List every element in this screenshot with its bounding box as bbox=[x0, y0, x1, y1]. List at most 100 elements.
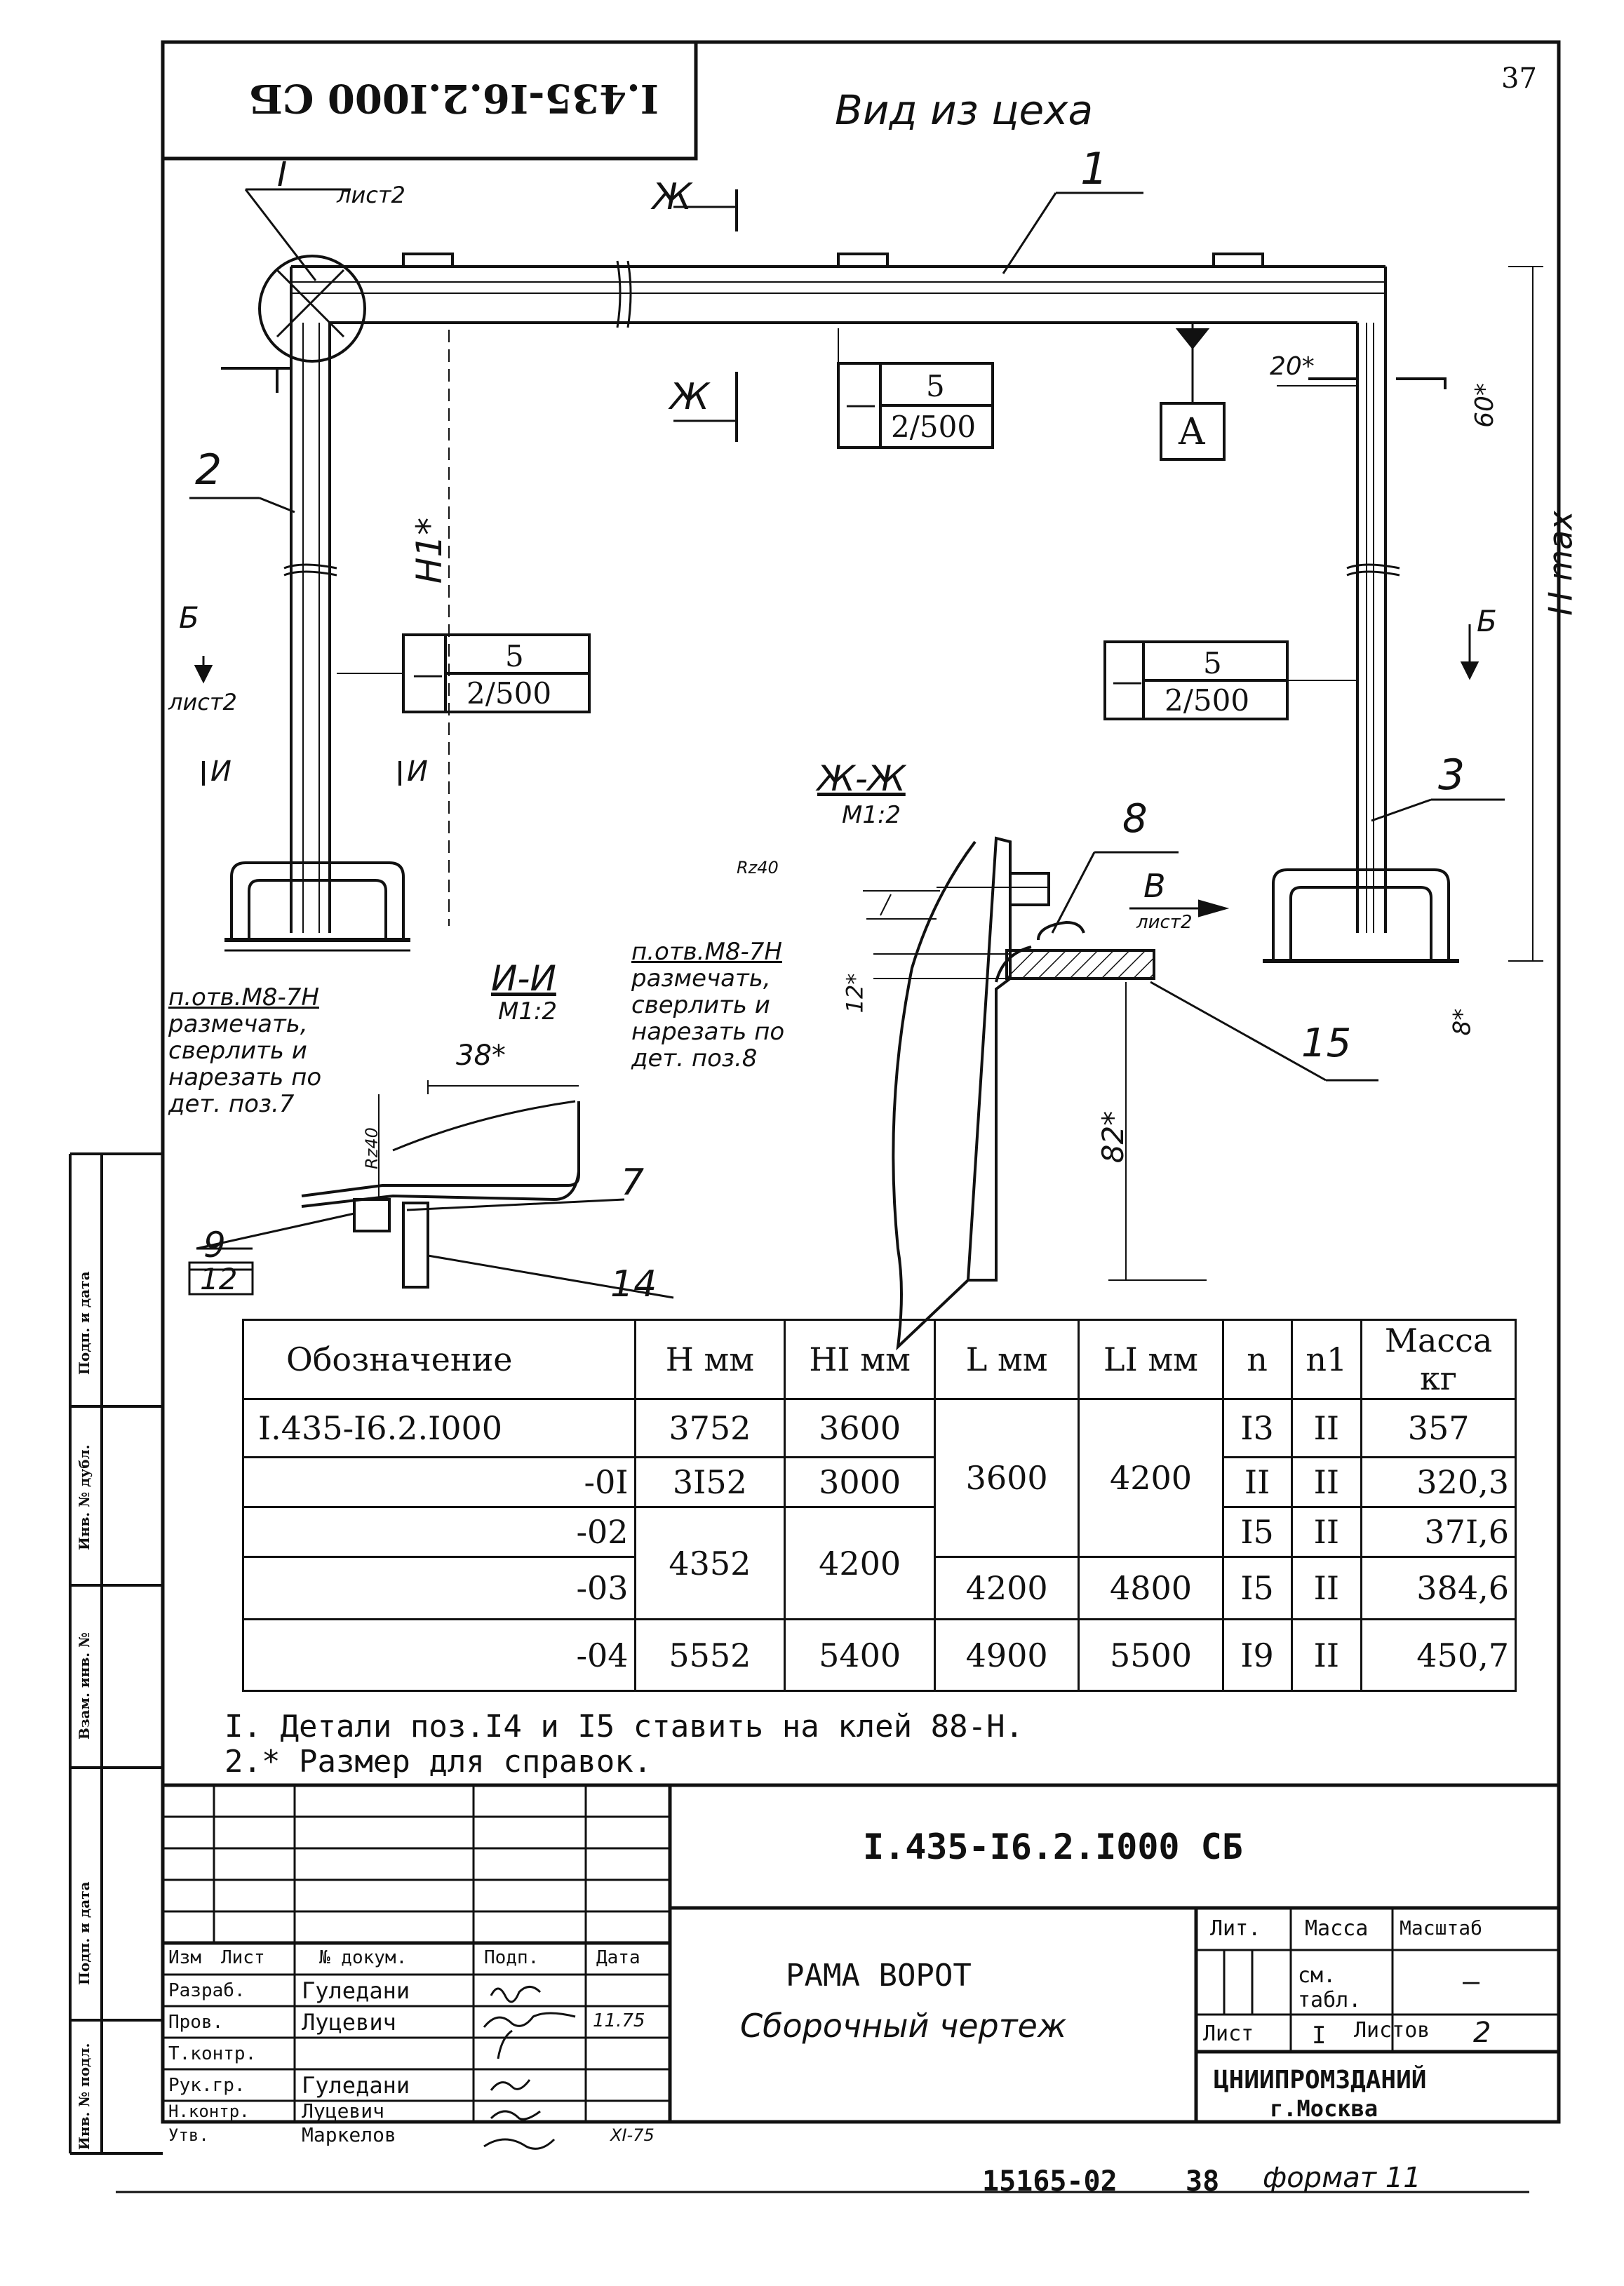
section-zhzh-scale: М1:2 bbox=[842, 801, 901, 829]
callout-pos-7: 7 bbox=[621, 1162, 645, 1204]
weld-right-num: 5 bbox=[1203, 646, 1222, 680]
title-block-sheet-value: I bbox=[1312, 2022, 1327, 2050]
callout-pos-9: 9 bbox=[203, 1225, 226, 1265]
note-left-0: п.отв.М8-7Н bbox=[168, 983, 319, 1011]
note-bottom-1: I. Детали поз.I4 и I5 ставить на клей 88… bbox=[224, 1709, 1024, 1744]
n1-cell: II bbox=[1290, 1556, 1363, 1621]
callout-i-left: И bbox=[210, 755, 231, 788]
title-col-doc: № докум. bbox=[319, 1947, 408, 1968]
callout-detail-i-sheet: лист2 bbox=[337, 182, 405, 208]
title-block-mass-value: см. табл. bbox=[1298, 1963, 1362, 2012]
designation-cell: -0I bbox=[242, 1455, 636, 1509]
section-zhzh-graphic bbox=[863, 836, 1378, 1351]
callout-pos-15: 15 bbox=[1301, 1021, 1352, 1066]
h-cell: 3752 bbox=[633, 1397, 786, 1458]
title-block-scale-value: — bbox=[1463, 1965, 1480, 1998]
role-name: Гуледани bbox=[302, 1977, 410, 2004]
mass-cell: 357 bbox=[1360, 1397, 1517, 1458]
callout-b-right: Б bbox=[1477, 604, 1497, 638]
n-cell: I5 bbox=[1221, 1556, 1293, 1621]
note-mid-1: размечать, bbox=[631, 964, 771, 993]
note-bottom-2: 2.* Размер для справок. bbox=[224, 1744, 652, 1780]
footer-format: формат 11 bbox=[1263, 2162, 1421, 2194]
side-margin-columns bbox=[69, 1152, 163, 2155]
weld-left-dash: — bbox=[412, 657, 443, 692]
n1-cell: II bbox=[1290, 1506, 1363, 1559]
title-block-scale-head: Масштаб bbox=[1400, 1916, 1483, 1939]
note-mid-2: сверлить и bbox=[631, 991, 770, 1019]
callout-pos-12: 12 bbox=[200, 1262, 238, 1296]
callout-b-left-sheet: лист2 bbox=[168, 689, 237, 715]
callout-zh-top: Ж bbox=[652, 176, 692, 218]
mass-cell: 450,7 bbox=[1360, 1618, 1517, 1692]
table-row: I.435-I6.2.I000 3752 3600 3600 4200 I3 I… bbox=[242, 1397, 1517, 1559]
side-label: Инв. № подл. bbox=[76, 2043, 93, 2150]
spec-header: Обозначение bbox=[242, 1319, 636, 1400]
role-label: Т.контр. bbox=[168, 2043, 257, 2064]
l1-cell: 5500 bbox=[1078, 1618, 1224, 1692]
title-block-doctype: Сборочный чертеж bbox=[740, 2007, 1067, 2045]
callout-rz-1: Rz40 bbox=[737, 858, 779, 878]
title-col-date: Дата bbox=[596, 1947, 640, 1968]
note-left-3: нарезать по bbox=[168, 1063, 322, 1091]
mass-cell: 37I,6 bbox=[1360, 1506, 1517, 1559]
title-block-sheets-value: 2 bbox=[1473, 2017, 1491, 2049]
footer-page: 38 bbox=[1186, 2165, 1220, 2198]
weld-left-num: 5 bbox=[505, 639, 524, 673]
spec-header-row: Обозначение Н мм НI мм L мм LI мм n n1 М… bbox=[242, 1319, 1517, 1400]
role-label: Пров. bbox=[168, 2012, 224, 2033]
note-mid-3: нарезать по bbox=[631, 1018, 785, 1046]
side-label: Подп. и дата bbox=[76, 1881, 93, 1985]
h1-cell: 4200 bbox=[784, 1506, 936, 1621]
n-cell: I5 bbox=[1221, 1506, 1293, 1559]
callout-pos-14: 14 bbox=[610, 1263, 657, 1305]
title-block-org: ЦНИИПРОМЗДАНИЙ bbox=[1214, 2066, 1427, 2095]
footer-catalog: 15165-02 bbox=[982, 2165, 1118, 2198]
l1-cell: 4200 bbox=[1078, 1397, 1224, 1559]
title-block-lit-head: Лит. bbox=[1210, 1916, 1261, 1941]
sheet-frame bbox=[116, 40, 1561, 2193]
weld-top-num: 5 bbox=[926, 369, 945, 403]
section-ii-scale: М1:2 bbox=[498, 997, 558, 1026]
callout-dim-38: 38* bbox=[456, 1040, 506, 1072]
n1-cell: II bbox=[1290, 1397, 1363, 1458]
spec-table: Обозначение Н мм НI мм L мм LI мм n n1 М… bbox=[242, 1319, 1517, 1692]
n-cell: I3 bbox=[1221, 1397, 1293, 1458]
role-date: 11.75 bbox=[593, 2010, 645, 2031]
weld-right-den: 2/500 bbox=[1165, 683, 1250, 718]
side-label: Подп. и дата bbox=[76, 1271, 93, 1375]
h1-cell: 3600 bbox=[784, 1397, 936, 1458]
title-block-sheet-label: Лист bbox=[1203, 2022, 1254, 2046]
note-mid-4: дет. поз.8 bbox=[631, 1044, 758, 1073]
spec-header: Н мм bbox=[633, 1319, 786, 1400]
label-a: A bbox=[1179, 411, 1205, 453]
spec-header: НI мм bbox=[784, 1319, 936, 1400]
role-name: Маркелов bbox=[302, 2123, 396, 2146]
designation-cell: I.435-I6.2.I000 bbox=[242, 1397, 636, 1458]
title-col-list: Лист bbox=[221, 1947, 265, 1968]
side-label: Инв. № дубл. bbox=[76, 1444, 93, 1550]
table-row: -03 4200 4800 I5 II 384,6 bbox=[242, 1556, 1517, 1621]
callout-v-sheet: лист2 bbox=[1136, 912, 1193, 933]
spec-header: Масса кг bbox=[1360, 1319, 1517, 1400]
callout-b-left: Б bbox=[179, 600, 199, 635]
l-cell: 4900 bbox=[933, 1618, 1080, 1692]
n1-cell: II bbox=[1290, 1455, 1363, 1509]
role-label: Н.контр. bbox=[168, 2102, 250, 2121]
role-name: Гуледани bbox=[302, 2072, 410, 2099]
title-block-mass-head: Масса bbox=[1305, 1916, 1369, 1941]
role-label: Рук.гр. bbox=[168, 2075, 246, 2096]
designation-cell: -03 bbox=[242, 1556, 636, 1621]
mass-cell: 384,6 bbox=[1360, 1556, 1517, 1621]
l-cell: 4200 bbox=[933, 1556, 1080, 1621]
designation-cell: -04 bbox=[242, 1618, 636, 1692]
note-mid-0: п.отв.М8-7Н bbox=[631, 938, 782, 966]
callout-pos-8: 8 bbox=[1122, 796, 1148, 842]
h-cell: 4352 bbox=[633, 1506, 786, 1621]
title-block-city: г.Москва bbox=[1270, 2095, 1378, 2122]
view-title: Вид из цеха bbox=[835, 86, 1094, 134]
designation-cell: -02 bbox=[242, 1506, 636, 1559]
weld-top-den: 2/500 bbox=[891, 410, 977, 444]
